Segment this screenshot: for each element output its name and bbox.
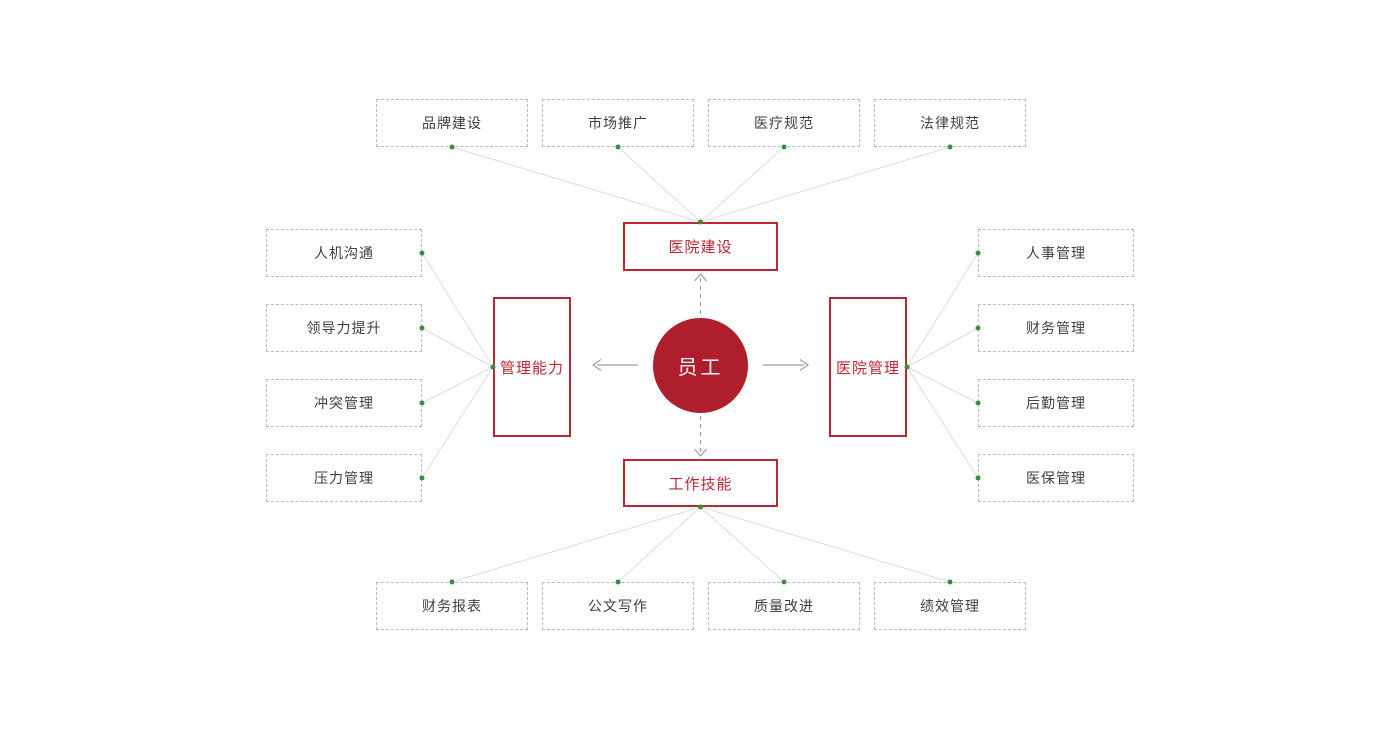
hub-node-hospital-management: 医院管理	[829, 297, 907, 437]
leaf-label: 人事管理	[1026, 245, 1086, 261]
leaf-label: 公文写作	[588, 598, 648, 614]
connector-line	[700, 146, 785, 223]
leaf-node-quality-improvement: 质量改进	[708, 582, 860, 630]
hub-node-hospital-construction: 医院建设	[623, 222, 778, 271]
leaf-label: 绩效管理	[920, 598, 980, 614]
center-node-label: 员工	[677, 357, 724, 379]
leaf-node-brand-building: 品牌建设	[376, 99, 528, 147]
hub-label: 工作技能	[668, 475, 733, 493]
connector-line	[617, 506, 701, 583]
connector-line	[700, 506, 785, 583]
leaf-label: 财务报表	[422, 598, 482, 614]
connector-line	[700, 146, 951, 223]
leaf-label: 法律规范	[920, 115, 980, 131]
leaf-node-medical-insurance-management: 医保管理	[978, 454, 1134, 502]
connector-line	[906, 252, 979, 368]
leaf-label: 人机沟通	[314, 245, 374, 261]
connector-line	[421, 252, 494, 368]
arrow-up-icon	[694, 273, 707, 282]
leaf-node-human-machine-communication: 人机沟通	[266, 229, 422, 277]
center-node-employee: 员工	[653, 318, 748, 413]
leaf-node-financial-reports: 财务报表	[376, 582, 528, 630]
leaf-node-legal-standards: 法律规范	[874, 99, 1026, 147]
connector-line	[451, 506, 701, 583]
leaf-node-leadership-improvement: 领导力提升	[266, 304, 422, 352]
leaf-node-stress-management: 压力管理	[266, 454, 422, 502]
leaf-label: 财务管理	[1026, 320, 1086, 336]
connector-line	[906, 366, 979, 404]
leaf-node-conflict-management: 冲突管理	[266, 379, 422, 427]
arrow-down-icon	[694, 448, 707, 457]
leaf-label: 医疗规范	[754, 115, 814, 131]
leaf-node-hr-management: 人事管理	[978, 229, 1134, 277]
leaf-label: 后勤管理	[1026, 395, 1086, 411]
leaf-label: 领导力提升	[306, 320, 382, 336]
hub-label: 医院建设	[668, 239, 733, 256]
connector-line	[906, 327, 979, 368]
leaf-label: 质量改进	[754, 598, 814, 614]
leaf-node-performance-management: 绩效管理	[874, 582, 1026, 630]
arrow-left-icon	[591, 359, 602, 371]
arrow-right-icon	[799, 359, 810, 371]
hub-node-management-ability: 管理能力	[493, 297, 571, 437]
hub-label: 医院管理	[835, 359, 900, 377]
connector-line	[700, 506, 951, 583]
leaf-node-official-document-writing: 公文写作	[542, 582, 694, 630]
connector-line	[451, 146, 701, 223]
leaf-node-finance-management: 财务管理	[978, 304, 1134, 352]
connector-line	[421, 327, 494, 368]
leaf-label: 市场推广	[588, 115, 648, 131]
connector-line	[421, 366, 494, 404]
connector-line	[617, 146, 701, 223]
hub-node-work-skills: 工作技能	[623, 459, 778, 507]
leaf-label: 医保管理	[1026, 470, 1086, 486]
hub-label: 管理能力	[499, 359, 564, 377]
leaf-node-medical-standards: 医疗规范	[708, 99, 860, 147]
leaf-node-market-promotion: 市场推广	[542, 99, 694, 147]
leaf-node-logistics-management: 后勤管理	[978, 379, 1134, 427]
connector-line	[906, 366, 979, 479]
leaf-label: 品牌建设	[422, 115, 482, 131]
leaf-label: 压力管理	[314, 470, 374, 486]
connector-line	[421, 366, 494, 479]
leaf-label: 冲突管理	[314, 395, 374, 411]
